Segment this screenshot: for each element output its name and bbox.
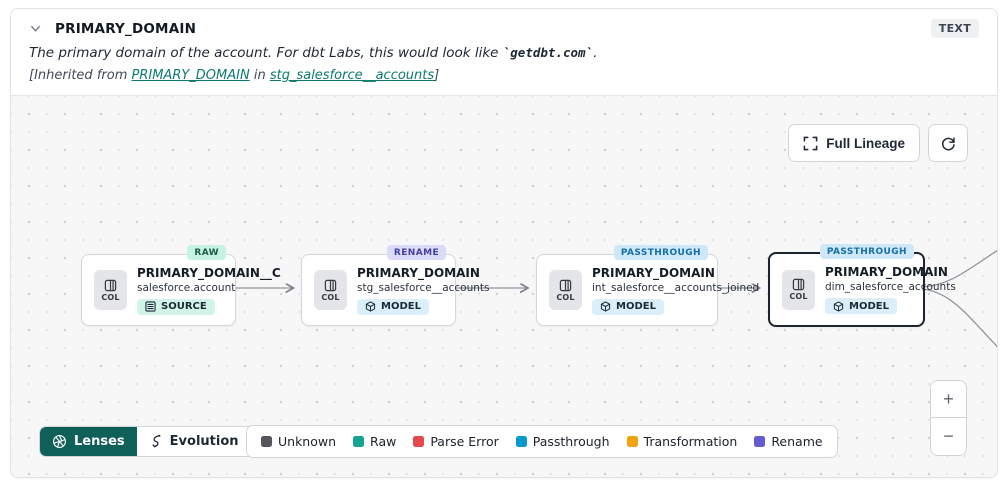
- node-title: PRIMARY_DOMAIN: [357, 265, 480, 280]
- zoom-out-button[interactable]: −: [931, 418, 966, 455]
- legend-item: Rename: [754, 434, 823, 449]
- lens-selector: Lenses Evolution: [39, 426, 272, 457]
- zoom-controls: + −: [930, 380, 967, 456]
- column-chip: COL: [314, 270, 347, 310]
- inherited-column-link[interactable]: PRIMARY_DOMAIN: [131, 68, 250, 83]
- legend-item: Raw: [353, 434, 396, 449]
- legend-swatch: [261, 436, 272, 447]
- lineage-edges: [235, 249, 997, 348]
- column-description: The primary domain of the account. For d…: [29, 45, 598, 61]
- edge: [921, 249, 997, 288]
- lenses-button[interactable]: Lenses: [40, 427, 137, 456]
- refresh-button[interactable]: [928, 124, 968, 162]
- lineage-canvas[interactable]: Full Lineage RAW COL PRIMARY_DOMAIN__C s…: [11, 96, 997, 477]
- legend-swatch: [754, 436, 766, 447]
- node-type-badge: MODEL: [592, 298, 664, 315]
- lineage-node-intermediate[interactable]: PASSTHROUGH COL PRIMARY_DOMAIN int_sales…: [536, 245, 759, 326]
- model-icon: [365, 301, 376, 312]
- evolution-icon: [152, 434, 161, 448]
- legend-item: Parse Error: [413, 434, 499, 449]
- model-icon: [833, 300, 844, 312]
- node-title: PRIMARY_DOMAIN: [592, 265, 715, 280]
- node-type-badge: MODEL: [357, 298, 429, 315]
- legend-swatch: [515, 436, 527, 447]
- node-model-name: dim_salesforce_accounts: [825, 281, 956, 293]
- column-icon: [324, 279, 337, 291]
- lineage-node-staging[interactable]: RENAME COL PRIMARY_DOMAIN stg_salesforce…: [301, 245, 490, 326]
- column-chip: COL: [782, 269, 815, 310]
- full-lineage-label: Full Lineage: [826, 135, 905, 151]
- legend-item: Unknown: [261, 434, 336, 449]
- zoom-in-button[interactable]: +: [931, 381, 966, 418]
- legend-item: Passthrough: [515, 434, 610, 449]
- legend-swatch: [413, 436, 425, 447]
- column-lineage-panel: PRIMARY_DOMAIN TEXT The primary domain o…: [10, 8, 998, 478]
- full-lineage-button[interactable]: Full Lineage: [788, 124, 920, 162]
- evolution-tag: RENAME: [386, 245, 446, 260]
- model-icon: [600, 301, 611, 312]
- aperture-icon: [53, 435, 66, 448]
- fullscreen-icon: [803, 136, 818, 151]
- lineage-node-source[interactable]: RAW COL PRIMARY_DOMAIN__C salesforce.acc…: [81, 245, 281, 326]
- column-icon: [104, 279, 117, 291]
- column-chip: COL: [549, 270, 582, 310]
- data-type-badge: TEXT: [930, 19, 979, 38]
- source-icon: [145, 301, 156, 312]
- evolution-tag: RAW: [187, 245, 226, 260]
- node-type-badge: SOURCE: [137, 298, 215, 315]
- node-title: PRIMARY_DOMAIN__C: [137, 265, 281, 280]
- evolution-tag: PASSTHROUGH: [613, 245, 708, 260]
- inline-code: `getdbt.com`: [502, 45, 594, 60]
- column-title: PRIMARY_DOMAIN: [55, 20, 197, 37]
- legend-swatch: [353, 436, 365, 447]
- node-type-badge: MODEL: [825, 298, 897, 314]
- node-title: PRIMARY_DOMAIN: [825, 265, 948, 279]
- lineage-node-dim-selected[interactable]: PASSTHROUGH COL PRIMARY_DOMAIN dim_sales…: [768, 244, 956, 327]
- node-model-name: int_salesforce__accounts_joined: [592, 281, 760, 294]
- node-model-name: salesforce.account: [137, 281, 236, 294]
- inherited-note: [Inherited from PRIMARY_DOMAIN in stg_sa…: [29, 68, 440, 83]
- lenses-label: Lenses: [74, 434, 125, 449]
- legend-swatch: [626, 436, 638, 447]
- column-icon: [559, 279, 572, 291]
- inherited-model-link[interactable]: stg_salesforce__accounts: [269, 68, 435, 83]
- column-chip: COL: [94, 270, 127, 310]
- legend-item: Transformation: [626, 434, 737, 449]
- evolution-legend: Unknown Raw Parse Error Passthrough Tran…: [246, 425, 838, 458]
- column-icon: [792, 278, 805, 291]
- refresh-icon: [940, 135, 957, 152]
- evolution-tag: PASSTHROUGH: [819, 244, 914, 259]
- collapse-chevron-icon[interactable]: [29, 22, 42, 35]
- edge: [921, 288, 997, 348]
- evolution-label: Evolution: [169, 434, 239, 449]
- node-model-name: stg_salesforce__accounts: [357, 281, 490, 294]
- column-header: PRIMARY_DOMAIN TEXT The primary domain o…: [11, 9, 997, 96]
